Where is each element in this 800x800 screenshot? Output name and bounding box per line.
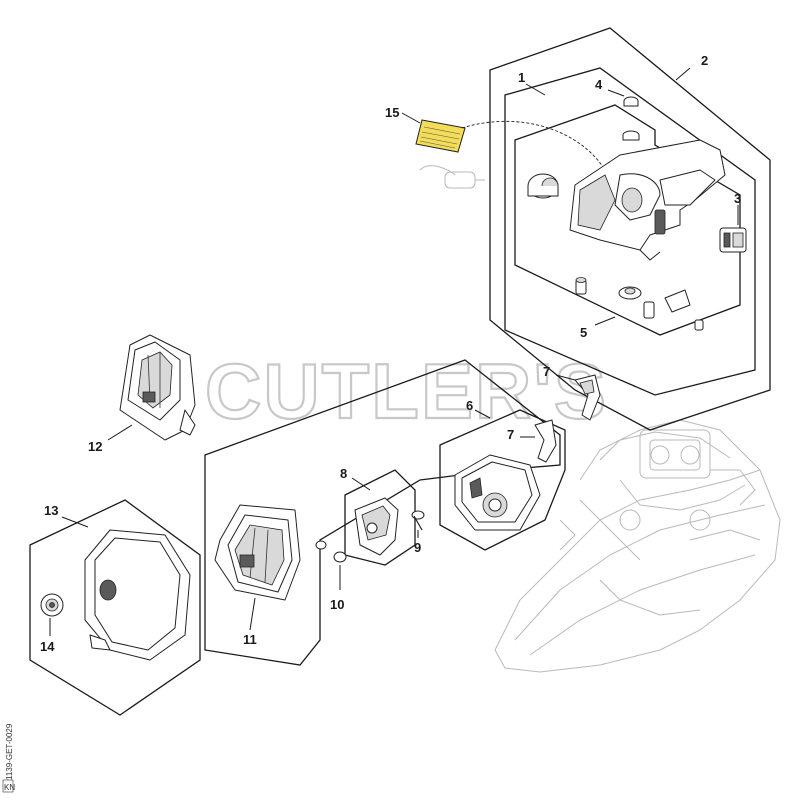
callout-9: 9 bbox=[414, 540, 421, 555]
nut-part bbox=[315, 540, 347, 563]
latch-part bbox=[719, 227, 747, 253]
callout-8: 8 bbox=[340, 466, 347, 481]
callout-12: 12 bbox=[88, 439, 102, 454]
air-filter-part bbox=[119, 334, 196, 441]
side-code-text: 1139-GET-0029 bbox=[5, 723, 14, 780]
frame-group-2 bbox=[489, 27, 771, 431]
intake-grommet-part bbox=[527, 173, 559, 199]
callout-7a: 7 bbox=[543, 364, 550, 379]
callout-5: 5 bbox=[580, 325, 587, 340]
callout-11: 11 bbox=[243, 632, 257, 647]
frame-group-6 bbox=[439, 409, 566, 551]
spark-plug-ghost bbox=[419, 165, 485, 189]
callout-1: 1 bbox=[518, 70, 525, 85]
frame-group-1 bbox=[504, 67, 756, 396]
carb-box-part bbox=[454, 454, 541, 531]
filter-cover-part bbox=[84, 529, 191, 661]
clip-lower-part bbox=[534, 419, 557, 463]
callout-14: 14 bbox=[40, 639, 55, 654]
frame-group-5 bbox=[514, 104, 741, 336]
carburetor-bracket-part bbox=[354, 497, 399, 556]
callout-labels: 1 2 3 4 5 7 6 7 8 9 10 11 12 13 14 15 bbox=[40, 53, 741, 654]
callout-7b: 7 bbox=[507, 427, 514, 442]
screw-part bbox=[411, 510, 425, 531]
shroud-cover-part bbox=[569, 139, 726, 261]
side-code: 1139-GET-0029 bbox=[5, 723, 14, 780]
decal-label-part bbox=[415, 119, 466, 153]
knob-part bbox=[40, 593, 64, 617]
leader-lines bbox=[49, 67, 739, 636]
callout-2: 2 bbox=[701, 53, 708, 68]
screw-set-part bbox=[575, 277, 704, 331]
callout-10: 10 bbox=[330, 597, 344, 612]
callout-3: 3 bbox=[734, 191, 741, 206]
callout-6: 6 bbox=[466, 398, 473, 413]
side-code-box bbox=[2, 779, 14, 793]
callout-4: 4 bbox=[595, 77, 603, 92]
decal-placement-arc bbox=[461, 121, 606, 171]
frame-group-11 bbox=[204, 359, 561, 666]
cap-nut-part bbox=[622, 96, 640, 141]
air-filter-lower-part bbox=[214, 504, 301, 601]
side-code-box-text: KN bbox=[4, 783, 15, 792]
clip-part bbox=[574, 374, 601, 421]
chainsaw-body-ghost bbox=[494, 419, 781, 673]
callout-13: 13 bbox=[44, 503, 58, 518]
callout-15: 15 bbox=[385, 105, 399, 120]
frame-group-13 bbox=[29, 499, 201, 716]
